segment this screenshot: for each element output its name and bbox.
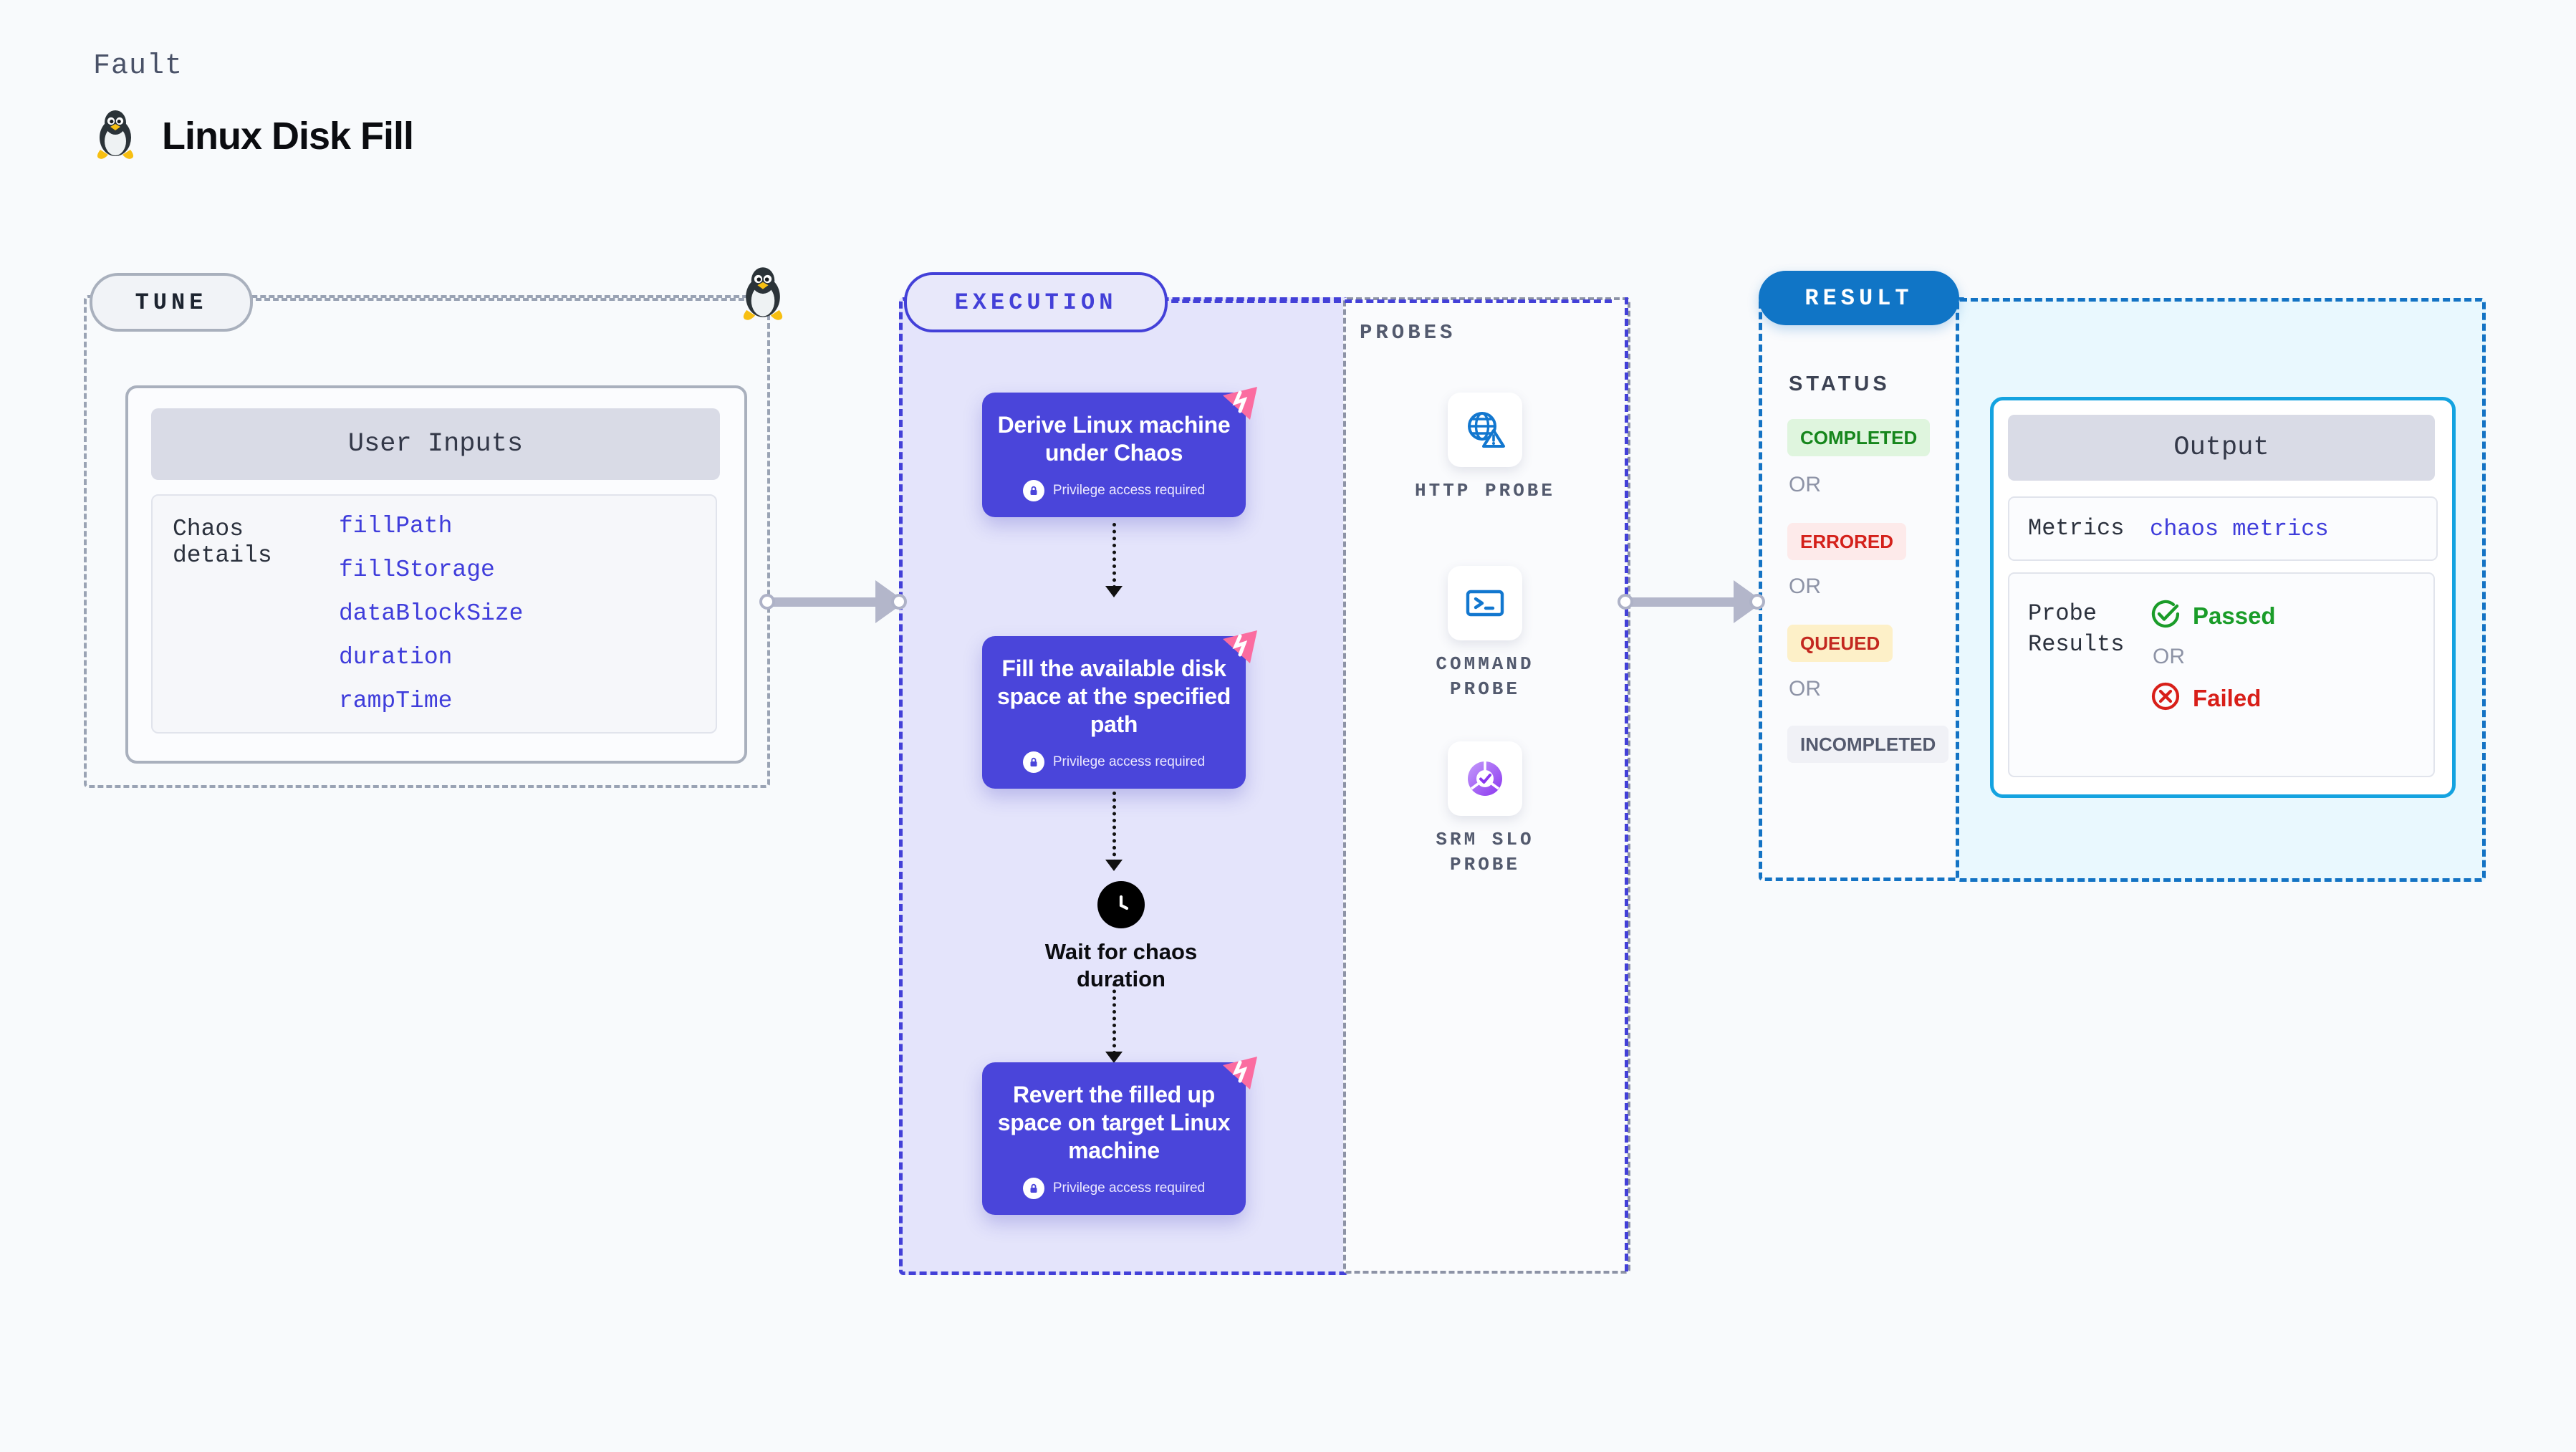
result-pill-label: RESULT: [1759, 271, 1959, 325]
tux-linux-penguin-icon: [93, 108, 138, 163]
wait-for-duration-node: Wait for chaos duration: [1032, 881, 1211, 994]
connector-bar: [1631, 597, 1739, 607]
probe-label: SRM SLO PROBE: [1436, 829, 1534, 876]
status-badge-queued: QUEUED: [1787, 625, 1893, 662]
probe-results-row: Probe Results Passed OR: [2008, 572, 2435, 777]
connector-bar: [773, 597, 880, 607]
fault-eyebrow: Fault: [93, 50, 183, 82]
privilege-text: Privilege access required: [1052, 483, 1206, 499]
probe-http[interactable]: HTTP PROBE: [1413, 393, 1557, 504]
lock-icon: [1022, 1178, 1044, 1200]
flow-arrow-head: [1105, 1052, 1123, 1063]
connector-end-dot: [1749, 594, 1765, 610]
tune-pill-label: TUNE: [90, 273, 253, 332]
chaos-ribbon-icon: [1219, 1049, 1263, 1094]
probe-command[interactable]: COMMAND PROBE: [1413, 566, 1557, 702]
execution-step-fill-disk[interactable]: Fill the available disk space at the spe…: [982, 630, 1257, 789]
x-circle-icon: [2150, 681, 2181, 716]
tune-panel: [84, 295, 770, 788]
status-badge-incompleted: INCOMPLETED: [1787, 726, 1949, 763]
status-heading: STATUS: [1789, 372, 1890, 395]
flow-arrow-line: [1112, 983, 1119, 1054]
privilege-text: Privilege access required: [1052, 754, 1206, 770]
metrics-value-link[interactable]: chaos metrics: [2150, 515, 2329, 542]
status-badge-completed: COMPLETED: [1787, 419, 1931, 456]
input-duration[interactable]: duration: [339, 644, 453, 670]
execution-top-dashed-line: [1160, 299, 1612, 303]
probes-heading: PROBES: [1360, 321, 1456, 345]
flow-arrow-line: [1112, 792, 1119, 863]
page-header: Fault Linux Disk Fill: [93, 50, 414, 163]
execution-right-dashed-edge: [1625, 297, 1628, 1271]
output-header: Output: [2008, 415, 2435, 481]
connector-start-dot: [759, 594, 775, 610]
chaos-details-label: Chaos details: [173, 516, 272, 569]
lock-icon: [1022, 751, 1044, 774]
tune-top-dashed-line: [247, 298, 770, 301]
probe-passed-label: Passed: [2193, 602, 2276, 629]
user-inputs-card: User Inputs Chaos details fillPath fillS…: [125, 385, 747, 764]
status-or-2: OR: [1789, 574, 1821, 598]
step-title: Derive Linux machine under Chaos: [997, 412, 1231, 466]
input-fill-path[interactable]: fillPath: [339, 513, 453, 539]
connector-execution-to-result: [1618, 580, 1765, 623]
wait-label: Wait for chaos duration: [1044, 939, 1198, 992]
output-card: Output Metrics chaos metrics Probe Resul…: [1990, 397, 2456, 798]
flow-arrow-head: [1105, 860, 1123, 871]
input-ramp-time[interactable]: rampTime: [339, 688, 453, 714]
tux-linux-penguin-icon: [738, 265, 788, 324]
probe-results-key: Probe Results: [2028, 600, 2125, 658]
probe-or-label: OR: [2153, 645, 2185, 668]
execution-step-revert[interactable]: Revert the filled up space on target Lin…: [982, 1057, 1257, 1216]
slo-donut-check-icon: [1448, 741, 1522, 816]
connector-tune-to-execution: [759, 580, 907, 623]
probe-failed-label: Failed: [2193, 684, 2262, 711]
chaos-ribbon-icon: [1219, 380, 1263, 424]
clock-icon: [1097, 881, 1145, 928]
step-title: Fill the available disk space at the spe…: [997, 655, 1231, 738]
probe-label: COMMAND PROBE: [1436, 653, 1534, 701]
user-inputs-header: User Inputs: [151, 408, 720, 480]
metrics-key: Metrics: [2028, 515, 2125, 542]
chaos-input-list: fillPath fillStorage dataBlockSize durat…: [339, 513, 523, 714]
check-circle-icon: [2150, 598, 2181, 633]
terminal-icon: [1448, 566, 1522, 640]
globe-warning-icon: [1448, 393, 1522, 467]
page-title: Linux Disk Fill: [162, 114, 414, 158]
execution-step-derive[interactable]: Derive Linux machine under Chaos Privile…: [982, 387, 1257, 518]
probe-label: HTTP PROBE: [1414, 480, 1556, 501]
metrics-row: Metrics chaos metrics: [2008, 496, 2438, 561]
chaos-ribbon-icon: [1219, 623, 1263, 668]
flow-arrow-line: [1112, 523, 1119, 589]
lock-icon: [1022, 480, 1044, 502]
status-badge-errored: ERRORED: [1787, 523, 1907, 560]
probe-srm-slo[interactable]: SRM SLO PROBE: [1413, 741, 1557, 878]
step-title: Revert the filled up space on target Lin…: [997, 1082, 1231, 1164]
input-fill-storage[interactable]: fillStorage: [339, 557, 495, 583]
input-data-block-size[interactable]: dataBlockSize: [339, 600, 524, 627]
probe-results-values: Passed OR Failed: [2150, 598, 2276, 776]
connector-end-dot: [891, 594, 907, 610]
status-or-1: OR: [1789, 473, 1821, 496]
user-inputs-body: Chaos details fillPath fillStorage dataB…: [151, 494, 717, 734]
status-or-3: OR: [1789, 677, 1821, 701]
execution-pill-label: EXECUTION: [904, 272, 1168, 332]
flow-arrow-head: [1105, 586, 1123, 597]
connector-start-dot: [1618, 594, 1633, 610]
privilege-text: Privilege access required: [1052, 1181, 1206, 1196]
